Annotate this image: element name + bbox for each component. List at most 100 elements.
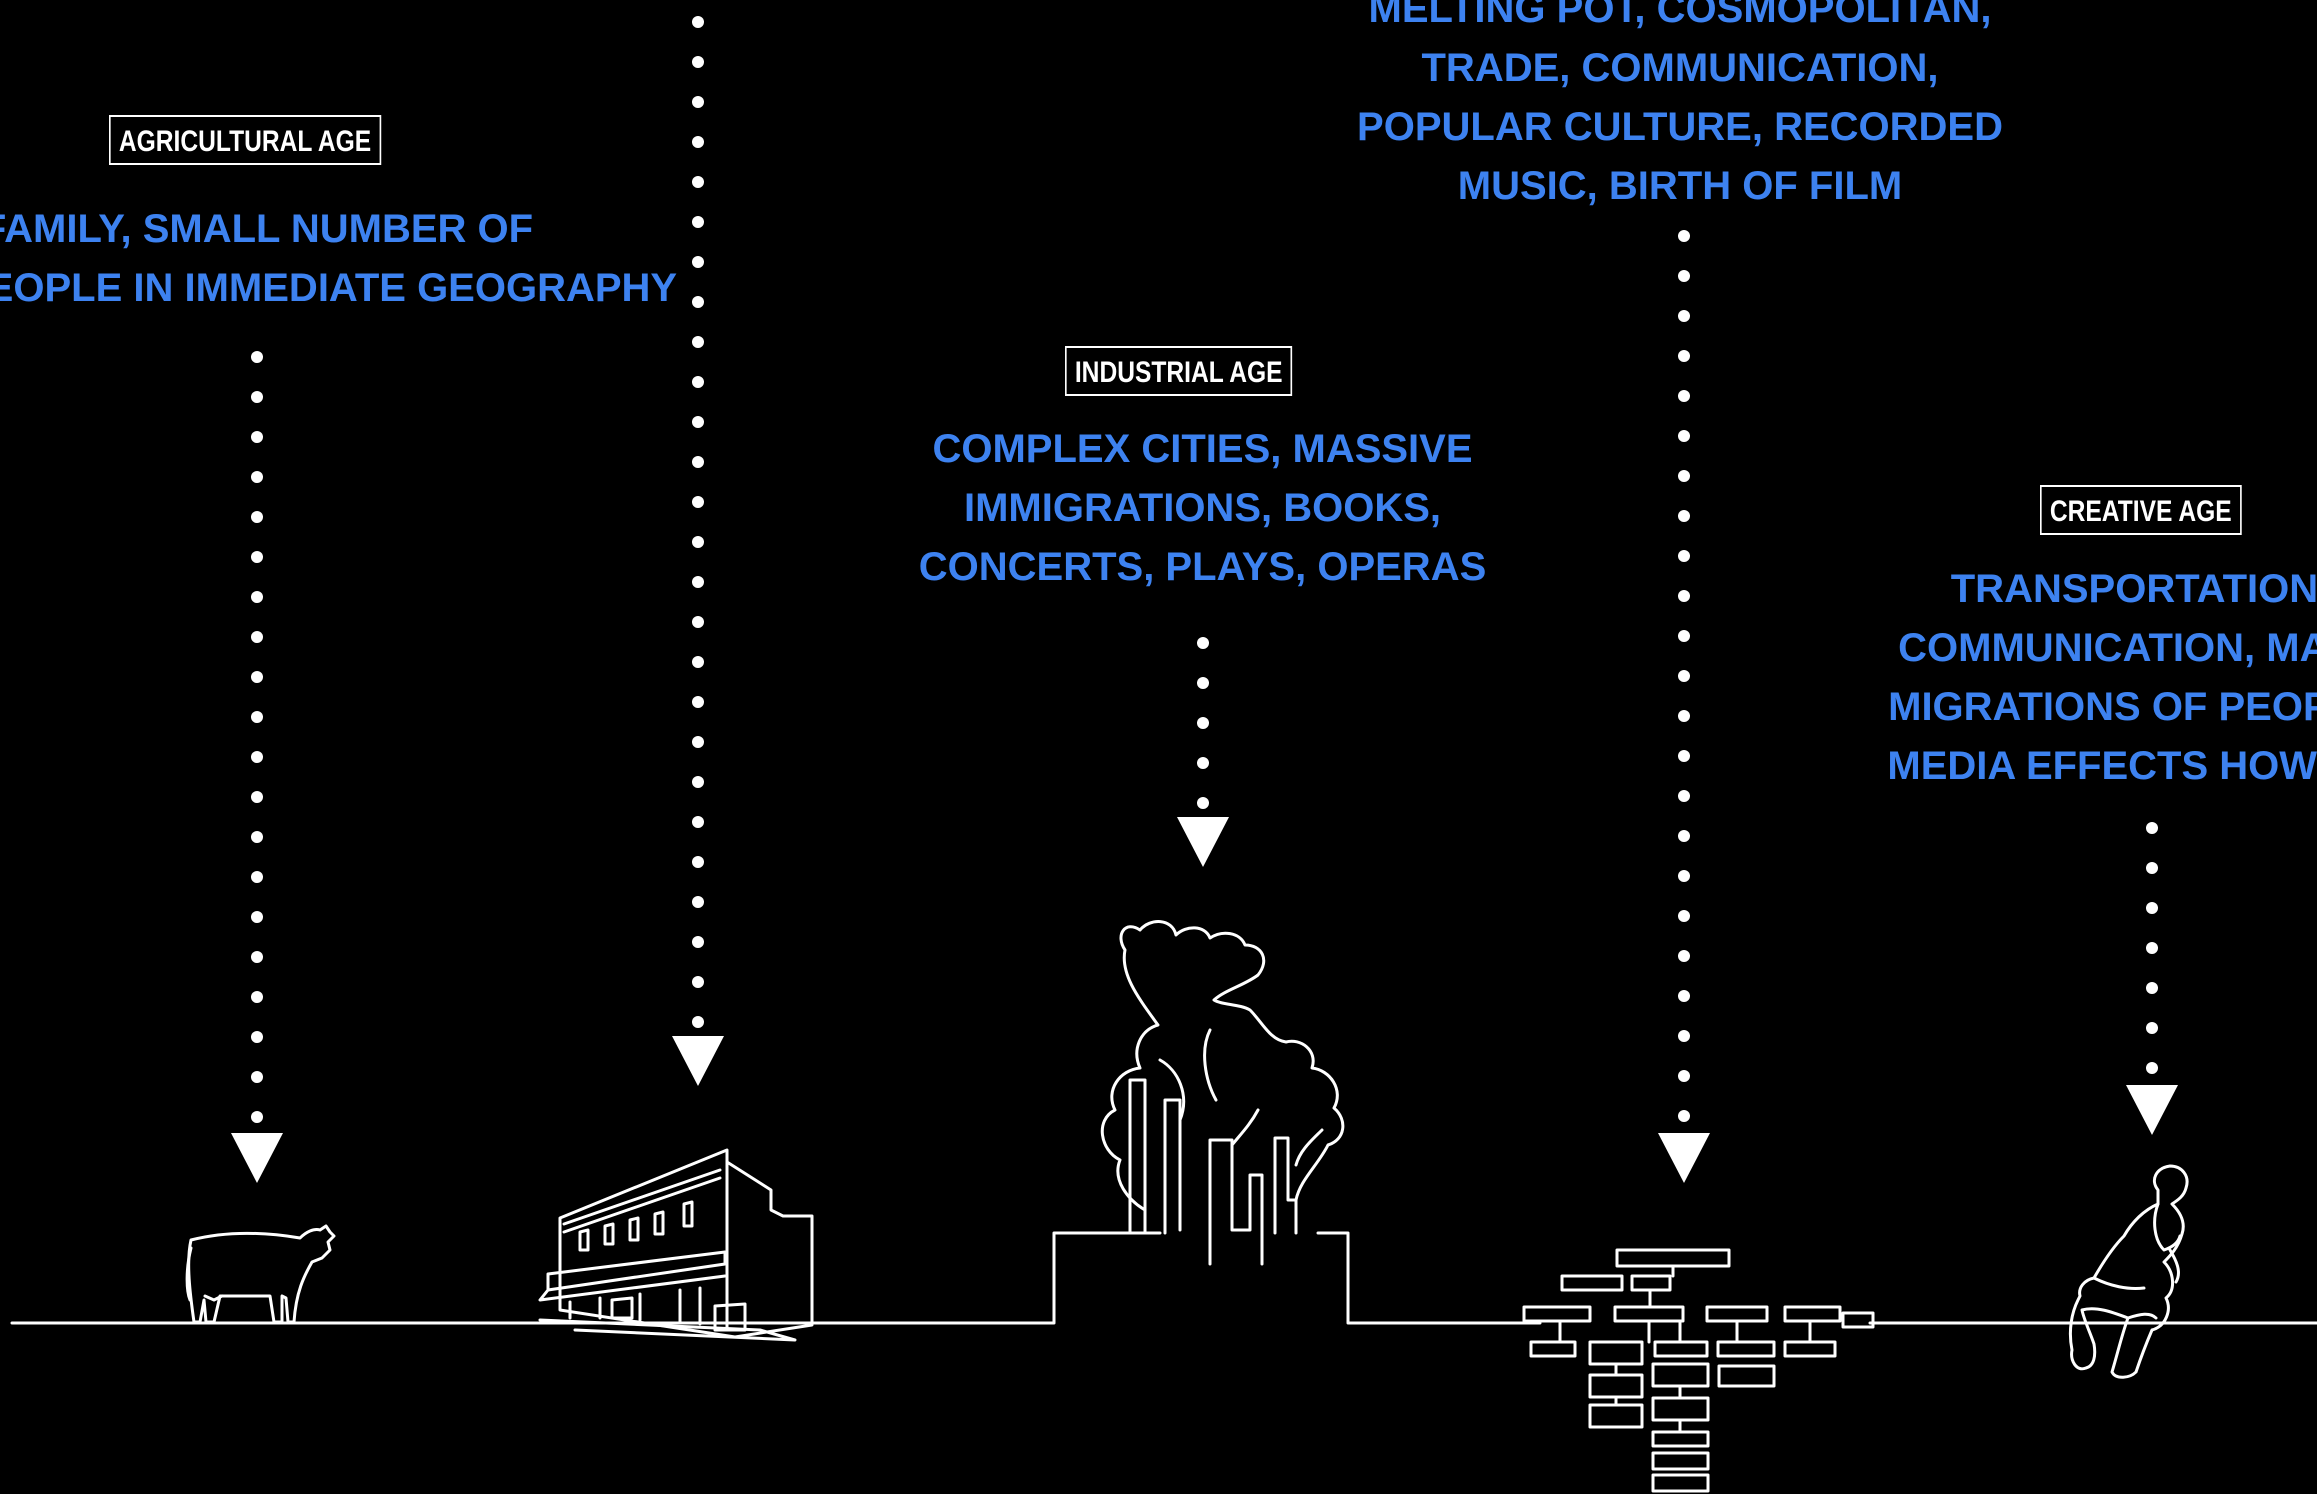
- description-line: MELTING POT, COSMOPOLITAN,: [1368, 0, 1992, 31]
- ground-line: [10, 1231, 2317, 1325]
- connector-dot: [692, 16, 704, 28]
- description-line: MIGRATIONS OF PEOPLE,: [1888, 685, 2317, 729]
- connector-dot: [1678, 310, 1690, 322]
- connector-dot: [692, 296, 704, 308]
- connector-dot: [692, 56, 704, 68]
- connector-dot: [251, 431, 263, 443]
- connector-dot: [692, 96, 704, 108]
- connector-dot: [251, 591, 263, 603]
- connector-dot: [1678, 510, 1690, 522]
- connector-dot: [1678, 230, 1690, 242]
- creative-age-tag: CREATIVE AGE: [2040, 485, 2242, 535]
- connector-dot: [251, 751, 263, 763]
- connector-dot: [2146, 902, 2158, 914]
- connector-dot: [2146, 942, 2158, 954]
- connector-dot: [251, 1071, 263, 1083]
- industrial-age-description: COMPLEX CITIES, MASSIVE IMMIGRATIONS, BO…: [910, 420, 1495, 597]
- description-line: CONCERTS, PLAYS, OPERAS: [918, 545, 1487, 589]
- connector-dot: [1678, 670, 1690, 682]
- connector-dot: [692, 616, 704, 628]
- connector-dot: [692, 976, 704, 988]
- town-arrow-icon: [672, 1036, 724, 1086]
- town-dotted-connector: [692, 16, 704, 1056]
- modern-age-description: MELTING POT, COSMOPOLITAN, TRADE, COMMUN…: [1350, 0, 2010, 216]
- description-line: MEDIA EFFECTS HOW WE: [1887, 744, 2317, 788]
- agricultural-arrow-icon: [231, 1133, 283, 1183]
- connector-dot: [692, 736, 704, 748]
- connector-dot: [251, 951, 263, 963]
- connector-dot: [692, 776, 704, 788]
- connector-dot: [692, 856, 704, 868]
- connector-dot: [2146, 982, 2158, 994]
- connector-dot: [692, 1016, 704, 1028]
- connector-dot: [251, 1111, 263, 1123]
- connector-dot: [251, 991, 263, 1003]
- industrial-age-tag: INDUSTRIAL AGE: [1065, 346, 1293, 396]
- connector-dot: [1678, 550, 1690, 562]
- description-line: POPULAR CULTURE, RECORDED: [1357, 105, 2003, 149]
- storefront-building-icon: [538, 1148, 814, 1342]
- connector-dot: [692, 376, 704, 388]
- connector-dot: [2146, 862, 2158, 874]
- cow-icon: [185, 1224, 336, 1324]
- description-line: COMMUNICATION, MASS: [1898, 626, 2317, 670]
- connector-dot: [2146, 822, 2158, 834]
- creative-arrow-icon: [2126, 1085, 2178, 1135]
- connector-dot: [1678, 390, 1690, 402]
- description-line: COMPLEX CITIES, MASSIVE: [932, 427, 1473, 471]
- connector-dot: [1678, 910, 1690, 922]
- agricultural-age-tag: AGRICULTURAL AGE: [109, 115, 382, 165]
- description-line: IMMIGRATIONS, BOOKS,: [963, 486, 1442, 530]
- connector-dot: [692, 936, 704, 948]
- connector-dot: [251, 831, 263, 843]
- connector-dot: [251, 631, 263, 643]
- connector-dot: [1678, 1070, 1690, 1082]
- connector-dot: [692, 656, 704, 668]
- connector-dot: [1678, 1030, 1690, 1042]
- industrial-arrow-icon: [1177, 817, 1229, 867]
- connector-dot: [1678, 990, 1690, 1002]
- connector-dot: [1678, 710, 1690, 722]
- connector-dot: [692, 536, 704, 548]
- connector-dot: [1678, 350, 1690, 362]
- connector-dot: [1678, 950, 1690, 962]
- connector-dot: [1197, 677, 1209, 689]
- connector-dot: [1678, 270, 1690, 282]
- connector-dot: [1678, 590, 1690, 602]
- connector-dot: [1197, 797, 1209, 809]
- connector-dot: [251, 791, 263, 803]
- connector-dot: [1678, 430, 1690, 442]
- description-line: FAMILY, SMALL NUMBER OF: [0, 207, 534, 251]
- connector-dot: [1678, 790, 1690, 802]
- creative-age-description: TRANSPORTATION, COMMUNICATION, MASS MIGR…: [1780, 560, 2317, 796]
- connector-dot: [692, 216, 704, 228]
- agricultural-dotted-connector: [251, 351, 263, 1151]
- description-line: TRADE, COMMUNICATION,: [1421, 46, 1939, 90]
- connector-dot: [251, 1031, 263, 1043]
- connector-dot: [1678, 750, 1690, 762]
- connector-dot: [2146, 1022, 2158, 1034]
- description-line: MUSIC, BIRTH OF FILM: [1457, 164, 1903, 208]
- connector-dot: [251, 671, 263, 683]
- connector-dot: [251, 471, 263, 483]
- connector-dot: [251, 551, 263, 563]
- connector-dot: [251, 391, 263, 403]
- connector-dot: [251, 511, 263, 523]
- connector-dot: [692, 456, 704, 468]
- connector-dot: [692, 816, 704, 828]
- connector-dot: [692, 416, 704, 428]
- connector-dot: [251, 711, 263, 723]
- connector-dot: [1678, 470, 1690, 482]
- connector-dot: [1197, 637, 1209, 649]
- industrial-dotted-connector: [1197, 637, 1209, 837]
- network-blocks-icon: [1522, 1248, 1875, 1493]
- connector-dot: [1678, 630, 1690, 642]
- connector-dot: [251, 871, 263, 883]
- description-line: TRANSPORTATION,: [1950, 567, 2317, 611]
- connector-dot: [692, 496, 704, 508]
- modern-dotted-connector: [1678, 230, 1690, 1150]
- connector-dot: [251, 911, 263, 923]
- connector-dot: [692, 576, 704, 588]
